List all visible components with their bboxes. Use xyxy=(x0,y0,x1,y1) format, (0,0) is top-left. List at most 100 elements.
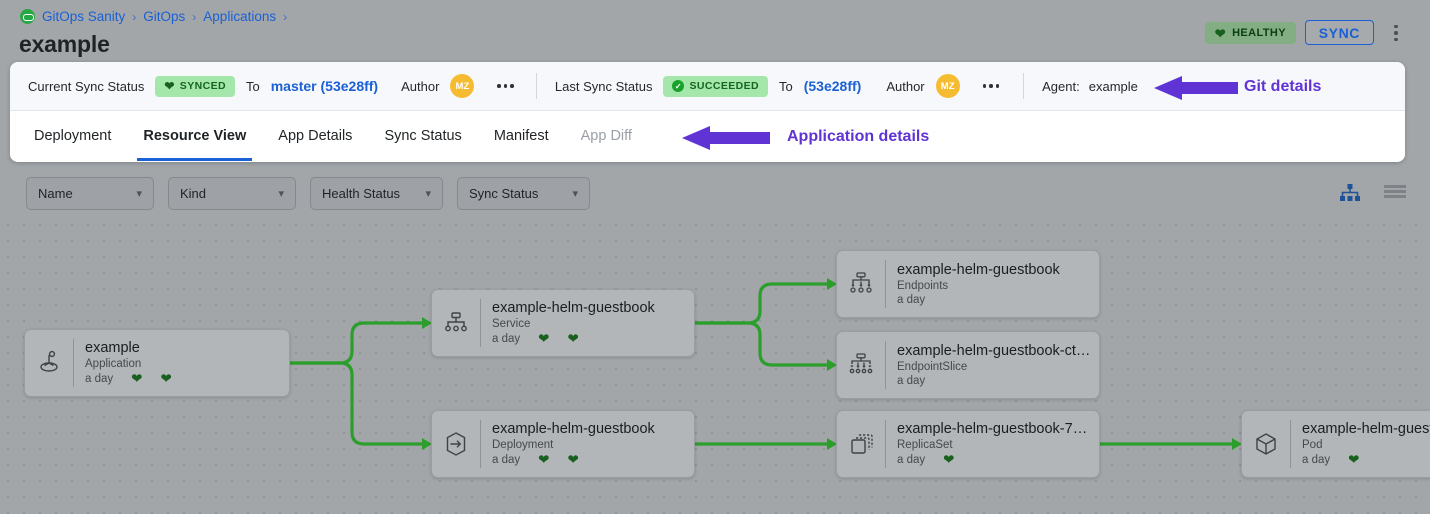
divider xyxy=(885,341,886,389)
filter-health-status-label: Health Status xyxy=(322,186,401,201)
sync-button[interactable]: SYNC xyxy=(1304,20,1374,45)
tab-bar: Deployment Resource View App Details Syn… xyxy=(10,111,1405,161)
divider xyxy=(885,260,886,308)
chevron-right-icon: › xyxy=(192,9,197,24)
chevron-down-icon: ▾ xyxy=(425,188,431,200)
node-kind: ReplicaSet xyxy=(897,439,953,452)
health-heart-icon: ❤ xyxy=(131,371,143,387)
tab-app-diff[interactable]: App Diff xyxy=(580,128,632,144)
application-details-annotation-label: Application details xyxy=(787,128,930,145)
filter-kind-label: Kind xyxy=(180,186,207,201)
divider xyxy=(480,420,481,468)
tab-deployment[interactable]: Deployment xyxy=(34,128,112,144)
current-to-label: To xyxy=(245,78,260,94)
graph-node-endpointslice[interactable]: example-helm-guestbook-ct… EndpointSlice… xyxy=(836,331,1100,399)
chevron-right-icon: › xyxy=(132,9,137,24)
graph-node-deployment[interactable]: example-helm-guestbook Deployment a day … xyxy=(431,410,695,478)
node-kind: Service xyxy=(492,318,531,331)
chevron-right-icon: › xyxy=(283,9,288,24)
current-author-label: Author xyxy=(401,78,440,94)
avatar: MZ xyxy=(935,74,960,98)
node-kind: Deployment xyxy=(492,439,554,452)
agent-value: example xyxy=(1088,78,1138,94)
health-heart-icon: ❤ xyxy=(538,331,550,347)
graph-node-service[interactable]: example-helm-guestbook Service a day ❤ ❤ xyxy=(431,289,695,357)
node-age: a day xyxy=(897,294,926,306)
gitops-logo-icon xyxy=(20,9,35,24)
chevron-down-icon: ▾ xyxy=(278,188,284,200)
filter-sync-status[interactable]: Sync Status ▾ xyxy=(457,177,590,210)
last-author-label: Author xyxy=(886,78,925,94)
last-sync-status-label: Last Sync Status xyxy=(554,78,653,94)
breadcrumb: GitOps Sanity › GitOps › Applications › xyxy=(20,9,287,24)
graph-node-application[interactable]: example Application a day ❤ ❤ xyxy=(24,329,290,397)
heart-icon: ❤ xyxy=(1214,25,1227,41)
page-title: example xyxy=(19,31,110,57)
endpoints-icon xyxy=(837,271,885,297)
tree-view-icon[interactable] xyxy=(1340,184,1360,202)
application-icon xyxy=(25,350,73,376)
git-details-annotation-label: Git details xyxy=(1244,78,1322,95)
last-revision-link[interactable]: (53e28ff) xyxy=(803,78,862,94)
chevron-down-icon: ▾ xyxy=(572,188,578,200)
health-heart-icon: ❤ xyxy=(943,452,955,468)
sync-heart-icon: ❤ xyxy=(567,331,579,347)
more-vertical-icon[interactable] xyxy=(1386,21,1406,45)
node-title: example-helm-guestbook xyxy=(492,300,655,317)
sync-heart-icon: ❤ xyxy=(567,452,579,468)
node-title: example-helm-guestbook-ct… xyxy=(897,343,1091,359)
node-age: a day xyxy=(897,375,926,387)
divider xyxy=(1290,420,1291,468)
tab-manifest[interactable]: Manifest xyxy=(493,128,549,144)
divider xyxy=(885,420,886,468)
node-kind: EndpointSlice xyxy=(897,361,968,373)
deployment-icon xyxy=(432,430,480,458)
current-sync-status-label: Current Sync Status xyxy=(28,78,145,94)
check-circle-icon: ✓ xyxy=(672,80,685,92)
current-revision-link[interactable]: master (53e28ff) xyxy=(270,78,379,94)
graph-node-replicaset[interactable]: example-helm-guestbook-74… ReplicaSet a … xyxy=(836,410,1100,478)
node-kind: Pod xyxy=(1302,439,1323,452)
list-view-icon[interactable] xyxy=(1384,184,1406,202)
node-age: a day xyxy=(85,373,114,385)
divider xyxy=(535,73,537,99)
current-sync-status-value: SYNCED xyxy=(179,80,226,92)
breadcrumb-item-gitops[interactable]: GitOps xyxy=(143,9,186,24)
graph-node-endpoints[interactable]: example-helm-guestbook Endpoints a day xyxy=(836,250,1100,318)
node-age: a day xyxy=(897,454,926,466)
status-badge-health: ❤ HEALTHY xyxy=(1204,22,1296,44)
breadcrumb-item-applications[interactable]: Applications xyxy=(203,9,277,24)
sync-status-bar: Current Sync Status ❤ SYNCED To master (… xyxy=(10,62,1405,111)
node-age: a day xyxy=(1302,454,1331,466)
divider xyxy=(1023,73,1025,99)
node-age: a day xyxy=(492,333,521,345)
divider xyxy=(73,339,74,387)
current-more-icon[interactable] xyxy=(497,84,514,88)
tab-sync-status[interactable]: Sync Status xyxy=(384,128,462,144)
filter-name[interactable]: Name ▾ xyxy=(26,177,154,210)
tab-resource-view[interactable]: Resource View xyxy=(127,111,262,161)
graph-node-pod[interactable]: example-helm-guest Pod a day ❤ xyxy=(1241,410,1430,478)
last-sync-status-badge: ✓ SUCCEEDED xyxy=(663,75,768,97)
health-heart-icon: ❤ xyxy=(1348,452,1360,468)
application-summary-panel: Current Sync Status ❤ SYNCED To master (… xyxy=(10,62,1405,162)
filter-kind[interactable]: Kind ▾ xyxy=(168,177,296,210)
node-title: example-helm-guestbook-74… xyxy=(897,421,1091,438)
node-title: example-helm-guest xyxy=(1302,421,1430,438)
sync-heart-icon: ❤ xyxy=(160,371,172,387)
health-badge-label: HEALTHY xyxy=(1232,27,1286,39)
filter-health-status[interactable]: Health Status ▾ xyxy=(310,177,443,210)
resource-graph-canvas[interactable]: example Application a day ❤ ❤ exam xyxy=(0,217,1430,514)
view-toggle-group xyxy=(1340,184,1406,202)
node-title: example xyxy=(85,340,140,357)
last-more-icon[interactable] xyxy=(982,84,1000,88)
replicaset-icon xyxy=(837,431,885,457)
avatar: MZ xyxy=(450,74,475,98)
service-icon xyxy=(432,311,480,335)
filter-name-label: Name xyxy=(38,186,73,201)
agent-label: Agent: xyxy=(1042,78,1080,94)
breadcrumb-item-gitops-sanity[interactable]: GitOps Sanity xyxy=(42,9,126,24)
filter-bar: Name ▾ Kind ▾ Health Status ▾ Sync Statu… xyxy=(26,177,590,210)
tab-app-details[interactable]: App Details xyxy=(278,128,353,144)
filter-sync-status-label: Sync Status xyxy=(469,186,539,201)
